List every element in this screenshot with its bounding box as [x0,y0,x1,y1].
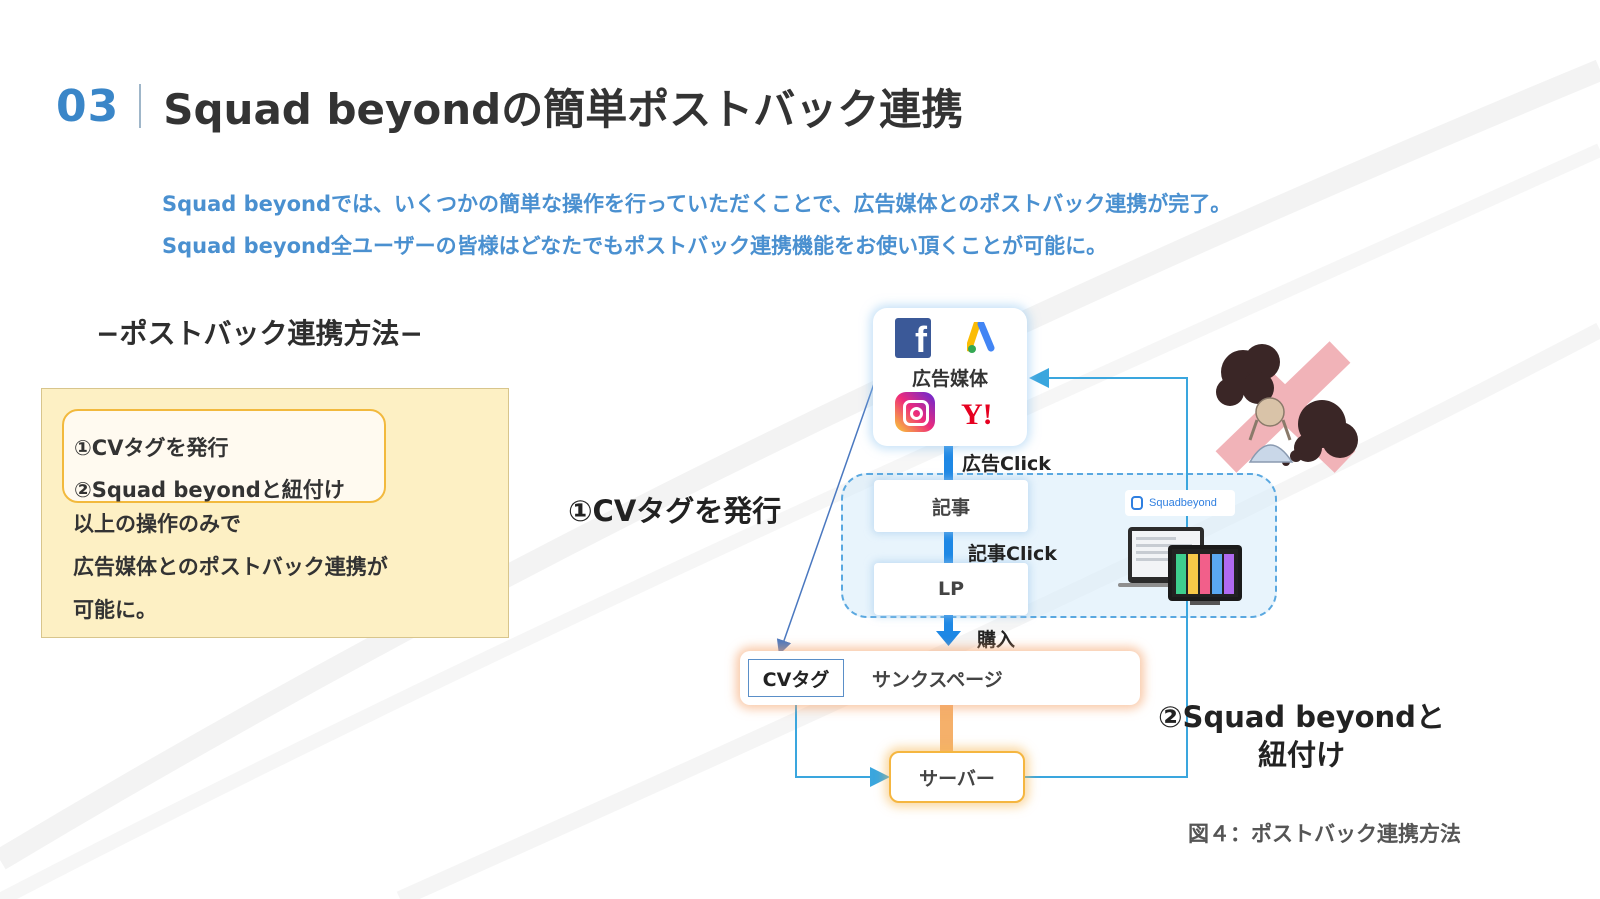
method-box: ①CVタグを発行 ②Squad beyondと紐付け 以上の操作のみで 広告媒体… [41,388,509,638]
description-line-3: 可能に。 [73,598,157,622]
section-number: 03 [56,80,120,132]
squadbeyond-logo: Squadbeyond [1125,490,1235,516]
description-line-1: 以上の操作のみで [73,512,241,536]
lp-node: LP [874,563,1028,615]
cv-tag: CVタグ [748,659,844,697]
step-2: ②Squad beyondと紐付け [74,478,345,502]
intro-line-2: Squad beyond全ユーザーの皆様はどなたでもポストバック連携機能をお使い… [162,234,1108,258]
thanks-page-label: サンクスページ [872,668,1003,691]
thanks-page-node: CVタグ サンクスページ [740,651,1140,705]
ad-click-bar [944,446,953,480]
purchase-arrow-head [936,631,961,646]
yahoo-icon: Y! [961,398,993,431]
description-line-2: 広告媒体とのポストバック連携が [73,555,388,579]
purchase-label: 購入 [977,629,1016,651]
step2-callout: ②Squad beyondと 紐付け [1158,698,1445,774]
slide-title: Squad beyondの簡単ポストバック連携 [163,84,964,134]
step1-callout: ①CVタグを発行 [568,494,782,528]
article-click-label: 記事Click [968,543,1057,565]
cv-tag-issue-line [776,377,877,655]
intro-line-1: Squad beyondでは、いくつかの簡単な操作を行っていただくことで、広告媒… [162,192,1232,216]
article-node: 記事 [874,480,1028,532]
worried-person-icon [1248,397,1294,463]
thought-cloud-icon [1216,344,1358,466]
google-ads-icon [967,322,995,353]
squadbeyond-mark-icon [1131,496,1143,510]
ad-media-label: 広告媒体 [911,368,988,390]
intro-text: Squad beyondでは、いくつかの簡単な操作を行っていただくことで、広告媒… [162,183,1231,267]
instagram-icon [895,392,935,432]
server-node: サーバー [889,751,1025,803]
facebook-icon: f [895,318,931,358]
ad-media-box: f 広告媒体 Y! [873,308,1027,446]
cvtag-to-server-line [795,705,890,787]
step2-callout-line-1: ②Squad beyondと [1158,700,1445,734]
step2-callout-line-2: 紐付け [1257,738,1345,772]
slide-header: 03 Squad beyondの簡単ポストバック連携 [56,76,963,136]
steps-callout: ①CVタグを発行 ②Squad beyondと紐付け [62,409,386,503]
purchase-bar [944,615,953,637]
dashboard-devices-icon [1118,527,1242,605]
thanks-server-link [940,705,953,751]
method-description: 以上の操作のみで 広告媒体とのポストバック連携が 可能に。 [73,503,388,632]
figure-caption: 図４：ポストバック連携方法 [1188,822,1461,846]
squadbeyond-logo-text: Squadbeyond [1149,497,1217,509]
header-divider [139,84,142,128]
method-heading: −ポストバック連携方法− [96,317,423,350]
ad-click-label: 広告Click [962,453,1051,475]
article-click-bar [944,532,953,563]
step-1: ①CVタグを発行 [74,436,229,460]
